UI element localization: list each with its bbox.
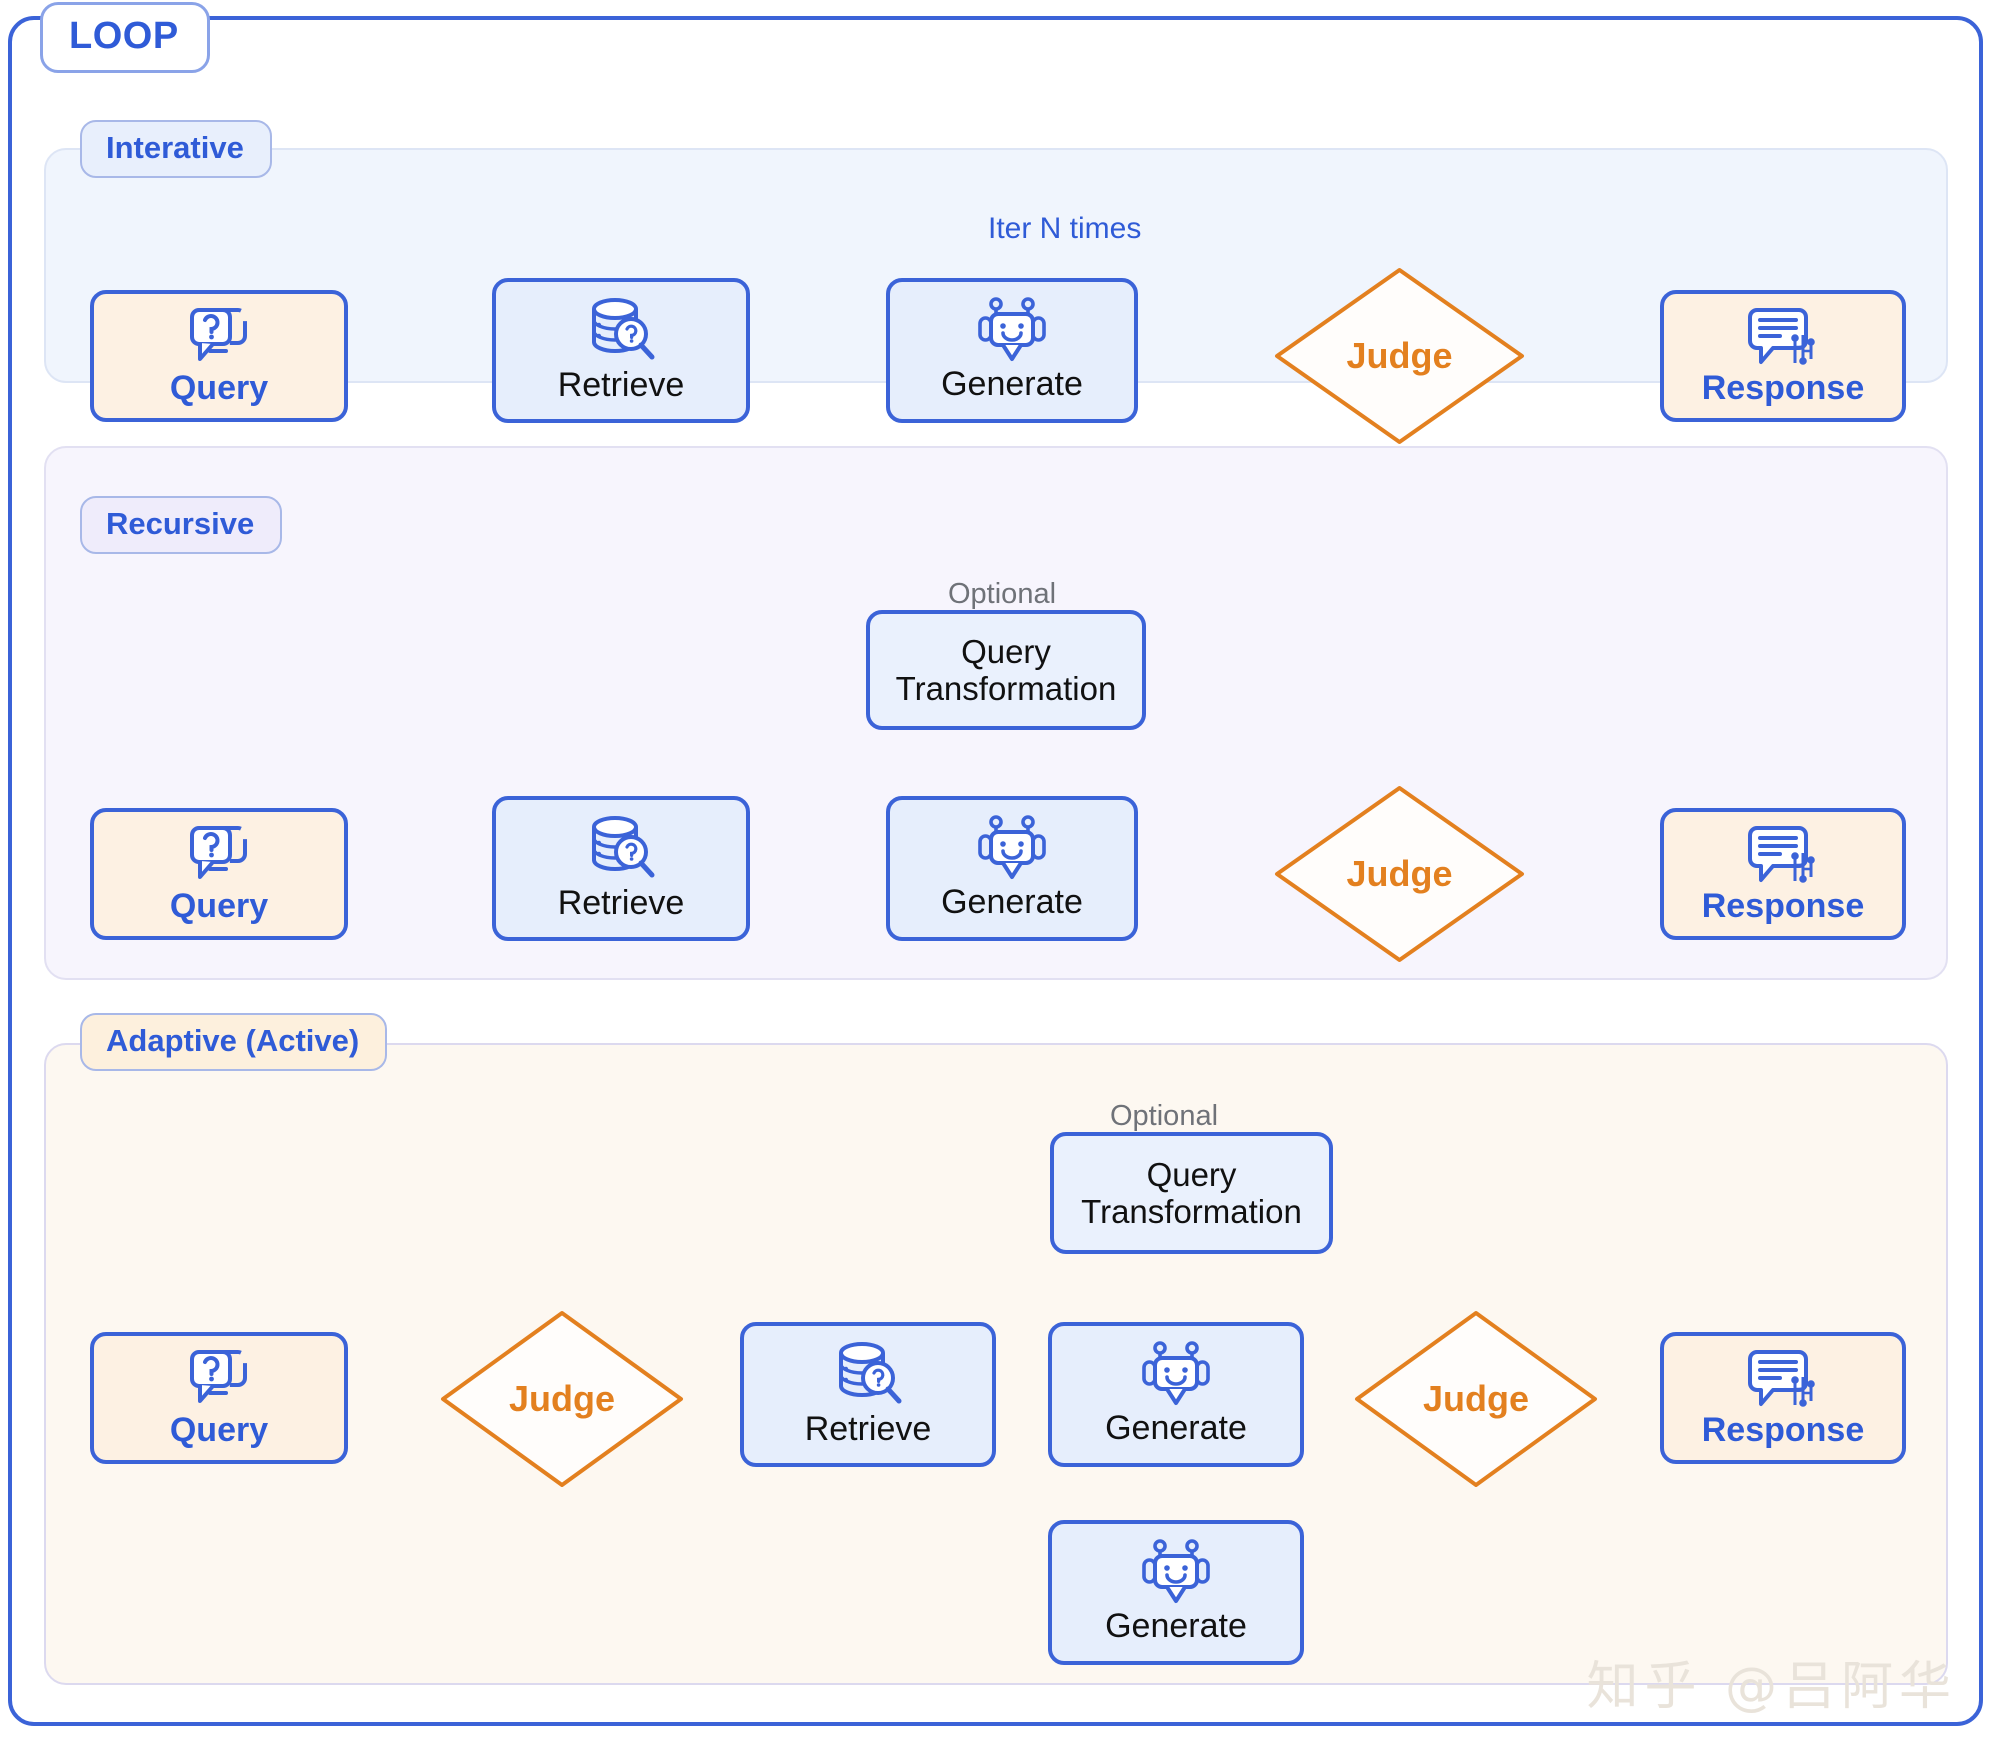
node-label: Judge xyxy=(1346,335,1453,376)
loop-outer-frame xyxy=(8,16,1983,1726)
watermark: 知乎 @吕阿华 xyxy=(1586,1657,1957,1717)
optional-label-recursive: Optional xyxy=(948,578,1057,610)
node-label: Response xyxy=(1701,368,1865,407)
node-label: Query Transformation xyxy=(1081,1156,1302,1231)
node-response-recursive[interactable]: Response xyxy=(1660,808,1906,940)
response-bubble-icon xyxy=(1747,305,1819,367)
node-query-recursive[interactable]: Query xyxy=(90,808,348,940)
node-generate-direct-adaptive[interactable]: Generate xyxy=(1048,1520,1304,1665)
node-label: Judge xyxy=(1422,1378,1529,1419)
node-response-adaptive[interactable]: Response xyxy=(1660,1332,1906,1464)
section-title-recursive: Recursive xyxy=(80,496,283,554)
node-label-line2: Transformation xyxy=(895,670,1117,707)
node-retrieve-adaptive[interactable]: Retrieve xyxy=(740,1322,996,1467)
section-title-adaptive: Adaptive (Active) xyxy=(80,1013,388,1071)
node-label: Judge xyxy=(508,1378,615,1419)
node-generate-recursive[interactable]: Generate xyxy=(886,796,1138,941)
database-search-icon xyxy=(585,296,657,364)
node-label: Query xyxy=(169,368,269,407)
node-query-adaptive[interactable]: Query xyxy=(90,1332,348,1464)
robot-icon xyxy=(974,297,1050,363)
section-title-interative: Interative xyxy=(80,120,272,178)
node-judge-1-adaptive[interactable]: Judge xyxy=(438,1308,686,1490)
robot-icon xyxy=(1138,1539,1214,1605)
node-label: Response xyxy=(1701,886,1865,925)
node-label: Generate xyxy=(1105,1607,1247,1645)
node-label: Generate xyxy=(941,365,1083,403)
node-label: Judge xyxy=(1346,853,1453,894)
node-generate-interative[interactable]: Generate xyxy=(886,278,1138,423)
question-bubble-icon xyxy=(186,305,252,367)
node-response-interative[interactable]: Response xyxy=(1660,290,1906,422)
node-query-interative[interactable]: Query xyxy=(90,290,348,422)
section-panel-adaptive xyxy=(44,1043,1948,1685)
node-label-line1: Query xyxy=(1146,1156,1237,1194)
node-label: Retrieve xyxy=(804,1410,932,1448)
node-label-line1: Query xyxy=(961,633,1051,671)
node-judge-2-adaptive[interactable]: Judge xyxy=(1352,1308,1600,1490)
edge-label-iter-n-times: Iter N times xyxy=(988,212,1142,245)
optional-label-adaptive: Optional xyxy=(1110,1100,1219,1132)
node-label: Retrieve xyxy=(557,884,685,922)
database-search-icon xyxy=(832,1340,904,1408)
loop-title: LOOP xyxy=(40,2,210,73)
node-label: Query Transformation xyxy=(895,633,1117,708)
node-label: Response xyxy=(1701,1410,1865,1449)
node-query-transformation-adaptive[interactable]: Query Transformation xyxy=(1050,1132,1333,1254)
robot-icon xyxy=(1138,1341,1214,1407)
question-bubble-icon xyxy=(186,823,252,885)
node-judge-recursive[interactable]: Judge xyxy=(1272,783,1527,965)
node-label: Query xyxy=(169,1410,269,1449)
node-label: Generate xyxy=(1105,1409,1247,1447)
node-retrieve-recursive[interactable]: Retrieve xyxy=(492,796,750,941)
node-generate-adaptive[interactable]: Generate xyxy=(1048,1322,1304,1467)
node-label-line2: Transformation xyxy=(1081,1193,1302,1230)
robot-icon xyxy=(974,815,1050,881)
node-label: Generate xyxy=(941,883,1083,921)
question-bubble-icon xyxy=(186,1347,252,1409)
node-query-transformation-recursive[interactable]: Query Transformation xyxy=(866,610,1146,730)
node-label: Retrieve xyxy=(557,366,685,404)
response-bubble-icon xyxy=(1747,1347,1819,1409)
node-label: Query xyxy=(169,886,269,925)
database-search-icon xyxy=(585,814,657,882)
node-retrieve-interative[interactable]: Retrieve xyxy=(492,278,750,423)
node-judge-interative[interactable]: Judge xyxy=(1272,265,1527,447)
response-bubble-icon xyxy=(1747,823,1819,885)
